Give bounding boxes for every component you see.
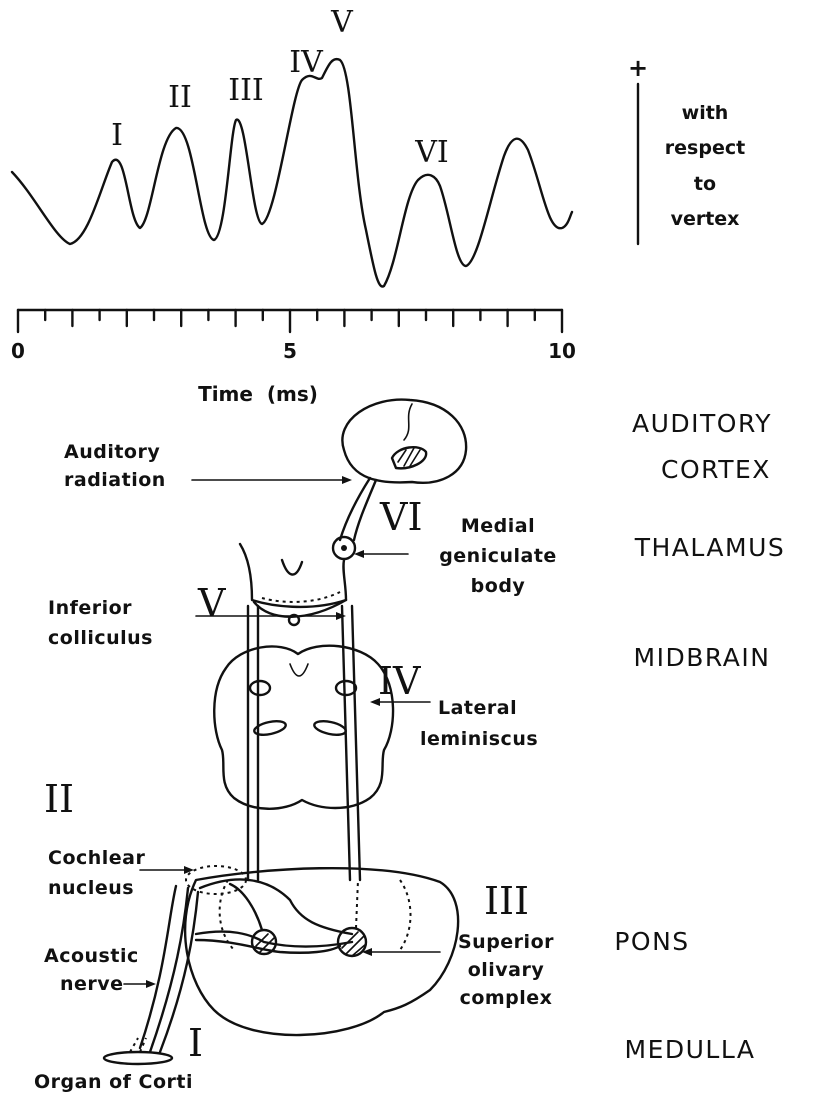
peak-label-VI: VI bbox=[414, 135, 449, 170]
level-auditory-cortex-1: AUDITORY bbox=[632, 409, 772, 438]
tick-label-10: 10 bbox=[548, 339, 576, 363]
generator-IV: IV bbox=[378, 659, 421, 703]
right-lemniscal-nucleus bbox=[336, 681, 356, 695]
label-lateral-leminiscus-1: Lateral bbox=[438, 697, 517, 719]
label-auditory-radiation-2: radiation bbox=[64, 469, 166, 491]
midbrain-section-fold bbox=[290, 664, 308, 676]
level-pons: PONS bbox=[614, 927, 689, 956]
label-inferior-colliculus-2: colliculus bbox=[48, 627, 153, 649]
label-cochlear-nucleus-1: Cochlear bbox=[48, 847, 146, 869]
pons-upper-fibers bbox=[200, 879, 352, 934]
auditory-radiation-fiber-2 bbox=[354, 480, 376, 540]
midbrain-section-outline bbox=[214, 646, 393, 809]
polarity-line-3: to bbox=[694, 173, 716, 195]
label-medial-geniculate-2: geniculate bbox=[439, 545, 557, 567]
label-organ-of-corti: Organ of Corti bbox=[34, 1071, 193, 1093]
organ-of-corti-shape bbox=[104, 1052, 172, 1064]
peak-label-II: II bbox=[168, 80, 192, 115]
polarity-sign: + bbox=[628, 54, 648, 82]
label-superior-olivary-2: olivary bbox=[468, 959, 545, 981]
generator-I: I bbox=[188, 1021, 203, 1065]
polarity-indicator: + with respect to vertex bbox=[628, 54, 745, 244]
polarity-line-2: respect bbox=[665, 137, 745, 159]
cortex-sulcus bbox=[404, 404, 412, 440]
auditory-pathway-diagram: VI V IV II III I bbox=[34, 400, 557, 1093]
anatomical-levels: AUDITORY CORTEX THALAMUS MIDBRAIN PONS M… bbox=[614, 409, 785, 1064]
label-auditory-radiation-1: Auditory bbox=[64, 441, 160, 463]
pons-right-curve bbox=[400, 880, 411, 950]
label-superior-olivary-3: complex bbox=[460, 987, 553, 1009]
peak-label-I: I bbox=[111, 118, 123, 153]
label-superior-olivary-1: Superior bbox=[458, 931, 554, 953]
generator-V: V bbox=[197, 581, 226, 625]
label-lateral-leminiscus-2: leminiscus bbox=[420, 728, 538, 750]
lateral-lemniscus-right-2 bbox=[352, 606, 360, 880]
label-acoustic-nerve-2: nerve bbox=[60, 973, 124, 995]
waveform-trace bbox=[12, 59, 572, 286]
label-cochlear-nucleus-2: nucleus bbox=[48, 877, 134, 899]
auditory-radiation-fiber bbox=[340, 478, 370, 540]
polarity-line-4: vertex bbox=[671, 208, 740, 230]
midbrain-tectum bbox=[282, 560, 302, 575]
left-lemniscal-nucleus bbox=[250, 681, 270, 695]
abr-waveform: I II III IV V VI + with respect to verte… bbox=[11, 5, 745, 406]
level-medulla: MEDULLA bbox=[625, 1035, 756, 1064]
tick-label-5: 5 bbox=[283, 339, 297, 363]
label-medial-geniculate-3: body bbox=[471, 575, 526, 597]
level-thalamus: THALAMUS bbox=[634, 533, 786, 562]
generator-III: III bbox=[484, 879, 529, 923]
time-axis-ticks bbox=[18, 310, 562, 332]
right-peduncle bbox=[313, 719, 347, 737]
auditory-cortex-outline bbox=[342, 400, 466, 483]
arrow-medial-geniculate bbox=[354, 550, 408, 558]
label-acoustic-nerve-1: Acoustic bbox=[44, 945, 139, 967]
level-auditory-cortex-2: CORTEX bbox=[661, 455, 771, 484]
label-medial-geniculate-1: Medial bbox=[461, 515, 535, 537]
generator-II: II bbox=[44, 777, 74, 821]
polarity-line-1: with bbox=[682, 102, 729, 124]
pons-left-curve bbox=[220, 880, 234, 950]
time-axis-title: Time (ms) bbox=[198, 382, 318, 406]
olive-to-lemniscus bbox=[356, 880, 358, 928]
time-axis: 0 5 10 Time (ms) bbox=[11, 310, 576, 406]
colliculus-crossing bbox=[262, 592, 340, 602]
peak-label-III: III bbox=[228, 73, 264, 108]
arrow-cochlear-nucleus bbox=[140, 866, 194, 874]
peak-label-V: V bbox=[330, 5, 354, 40]
level-midbrain: MIDBRAIN bbox=[634, 643, 771, 672]
arrow-auditory-radiation bbox=[192, 476, 352, 484]
tick-label-0: 0 bbox=[11, 339, 25, 363]
inferior-colliculus-body bbox=[254, 600, 346, 617]
peak-label-IV: IV bbox=[289, 45, 324, 80]
arrow-acoustic-nerve bbox=[124, 980, 156, 988]
medial-geniculate-dot bbox=[341, 545, 347, 551]
label-inferior-colliculus-1: Inferior bbox=[48, 597, 132, 619]
generator-VI: VI bbox=[379, 495, 422, 539]
